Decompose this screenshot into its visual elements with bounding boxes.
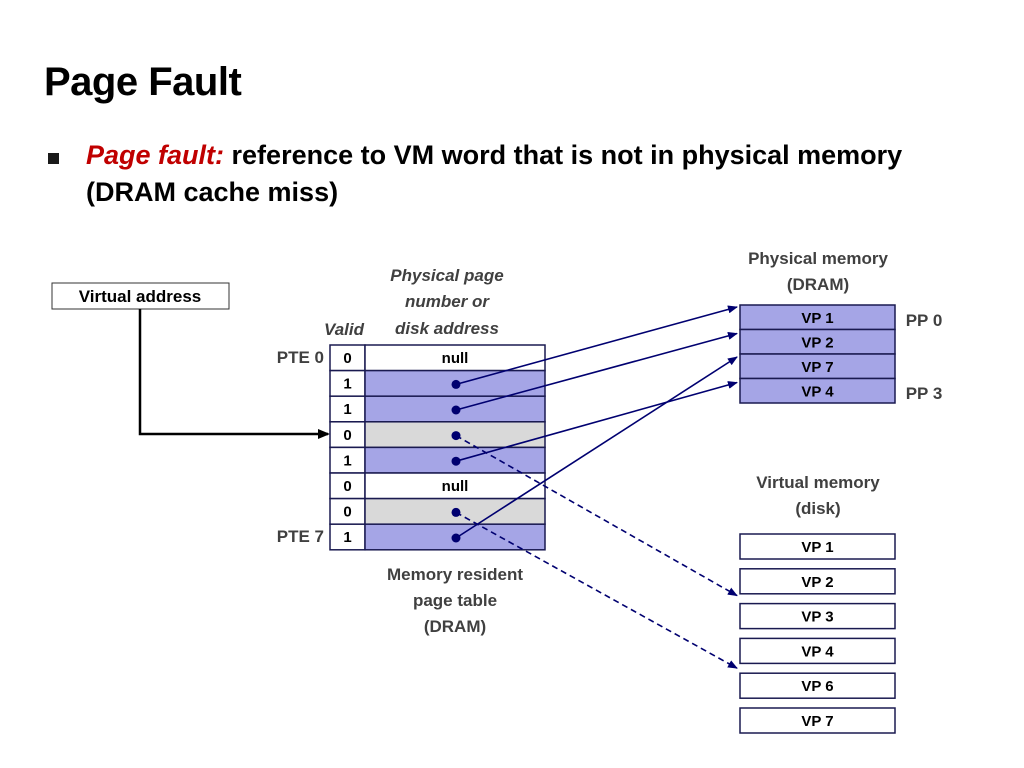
pte-valid-bit: 0	[343, 427, 351, 444]
disk-pointer-arrow	[455, 511, 738, 669]
memory-pointer-arrow	[455, 305, 738, 386]
physical-page-label: VP 7	[801, 359, 833, 376]
pte-content-text: null	[442, 350, 469, 367]
disk-pointer-arrow	[455, 434, 738, 597]
page-table-caption-3: (DRAM)	[424, 617, 486, 636]
pte-valid-bit: 1	[343, 452, 351, 469]
pte-valid-cell	[329, 421, 366, 449]
bullet-term: Page fault:	[86, 140, 225, 170]
pte-content-cell	[364, 344, 546, 372]
virtual-page-label: VP 2	[801, 574, 833, 591]
pte-valid-cell	[329, 497, 366, 525]
physical-memory-title-1: Physical memory	[748, 249, 888, 268]
pte-valid-cell	[329, 523, 366, 551]
page-table-caption-1: Memory resident	[387, 565, 523, 584]
pte-valid-bit: 1	[343, 376, 351, 393]
ppn-header-line-3: disk address	[395, 319, 499, 338]
virtual-page-label: VP 6	[801, 678, 833, 695]
ppn-header-line-1: Physical page	[390, 266, 503, 285]
physical-page-label: VP 1	[801, 310, 833, 327]
virtual-memory-title-2: (disk)	[795, 499, 840, 518]
virtual-address-label: Virtual address	[79, 287, 202, 306]
pp3-label: PP 3	[906, 384, 943, 403]
pte-valid-bit: 0	[343, 504, 351, 521]
virtual-page-label: VP 4	[801, 643, 834, 660]
physical-memory-title-2: (DRAM)	[787, 275, 849, 294]
pte-valid-bit: 0	[343, 478, 351, 495]
virtual-page-label: VP 1	[801, 539, 833, 556]
pte-valid-bit: 1	[343, 401, 351, 418]
valid-header: Valid	[324, 320, 365, 339]
bullet-text: Page fault: reference to VM word that is…	[86, 137, 926, 211]
bullet-marker	[48, 153, 59, 164]
virtual-page-cell	[739, 533, 896, 560]
virtual-page-label: VP 3	[801, 609, 833, 626]
virtual-page-cell	[739, 568, 896, 595]
pte-label: PTE 7	[277, 527, 324, 546]
virtual-page-cell	[739, 672, 896, 699]
virtual-page-cell	[739, 637, 896, 665]
pte-valid-cell	[329, 472, 366, 500]
physical-page-cell	[739, 328, 896, 355]
virtual-memory-title-1: Virtual memory	[756, 473, 880, 492]
virtual-page-cell	[739, 707, 896, 734]
virtual-page-label: VP 7	[801, 713, 833, 730]
va-to-pte-arrow	[138, 309, 330, 439]
physical-page-label: VP 4	[801, 384, 834, 401]
pte-valid-bit: 0	[343, 350, 351, 367]
memory-pointer-arrow	[455, 381, 738, 462]
page-table-caption-2: page table	[413, 591, 497, 610]
bullet-definition: reference to VM word that is not in phys…	[86, 140, 903, 207]
virtual-memory: VP 1 VP 2 VP 3 VP 4 VP 6 VP 7	[739, 533, 896, 734]
pte-label: PTE 0	[277, 348, 324, 367]
pp0-label: PP 0	[906, 311, 943, 330]
physical-memory: VP 1 VP 2 VP 7 VP 4	[739, 304, 896, 404]
virtual-page-cell	[739, 602, 896, 630]
pte-valid-bit: 1	[343, 529, 351, 546]
pte-content-cell	[364, 472, 546, 500]
memory-pointer-arrow	[455, 356, 738, 539]
physical-page-label: VP 2	[801, 335, 833, 352]
page-title: Page Fault	[44, 60, 242, 104]
pte-content-text: null	[442, 478, 469, 495]
mapping-arrows	[455, 305, 738, 669]
memory-pointer-arrow	[455, 332, 738, 411]
ppn-header-line-2: number or	[405, 292, 490, 311]
pte-valid-cell	[329, 446, 366, 474]
physical-page-cell	[739, 353, 896, 380]
physical-page-cell	[739, 377, 896, 404]
